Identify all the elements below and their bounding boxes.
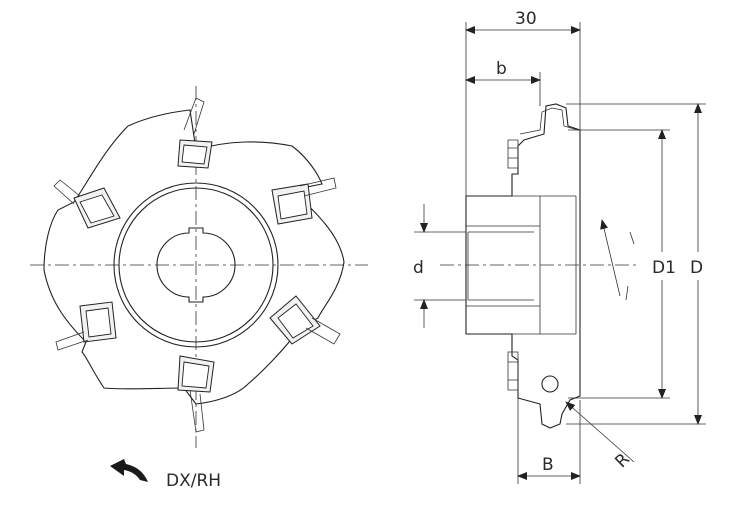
insert-lower-left [55,301,117,351]
side-profile-outline [465,103,581,429]
side-view [440,103,640,429]
rotation-arrow-icon [110,459,148,482]
dim-D1-label: D1 [652,258,676,278]
bottom-screw-hole [541,375,559,393]
front-view [30,86,368,448]
dimensions: 30 b d D1 D B R [413,9,706,484]
bore-with-keyways [156,227,236,303]
angle-line-1 [600,219,621,297]
insert-lower-right [269,295,341,345]
rotation-label: DX/RH [166,471,221,491]
hub-inner-circle [118,187,274,343]
dim-R-leader [565,401,635,463]
top-insert-detail [519,107,579,135]
dim-D-label: D [690,258,703,278]
top-clamp-screw [507,139,519,169]
cutter-body-outline [43,109,345,405]
bottom-clamp-screw [507,351,519,391]
insert-upper-right [271,177,337,225]
angle-line-2 [629,231,635,245]
insert-upper-left [53,179,121,229]
dim-B-label: B [542,455,554,475]
dim-b-label: b [496,59,507,79]
rotation-indicator: DX/RH [110,459,221,491]
dim-d-label: d [413,258,424,278]
angle-line-3 [625,285,629,301]
dim-30-label: 30 [515,9,537,29]
hub-outer-circle [113,182,279,348]
insert-top [177,97,213,169]
dim-R-label: R [611,449,634,472]
insert-bottom [177,355,215,433]
